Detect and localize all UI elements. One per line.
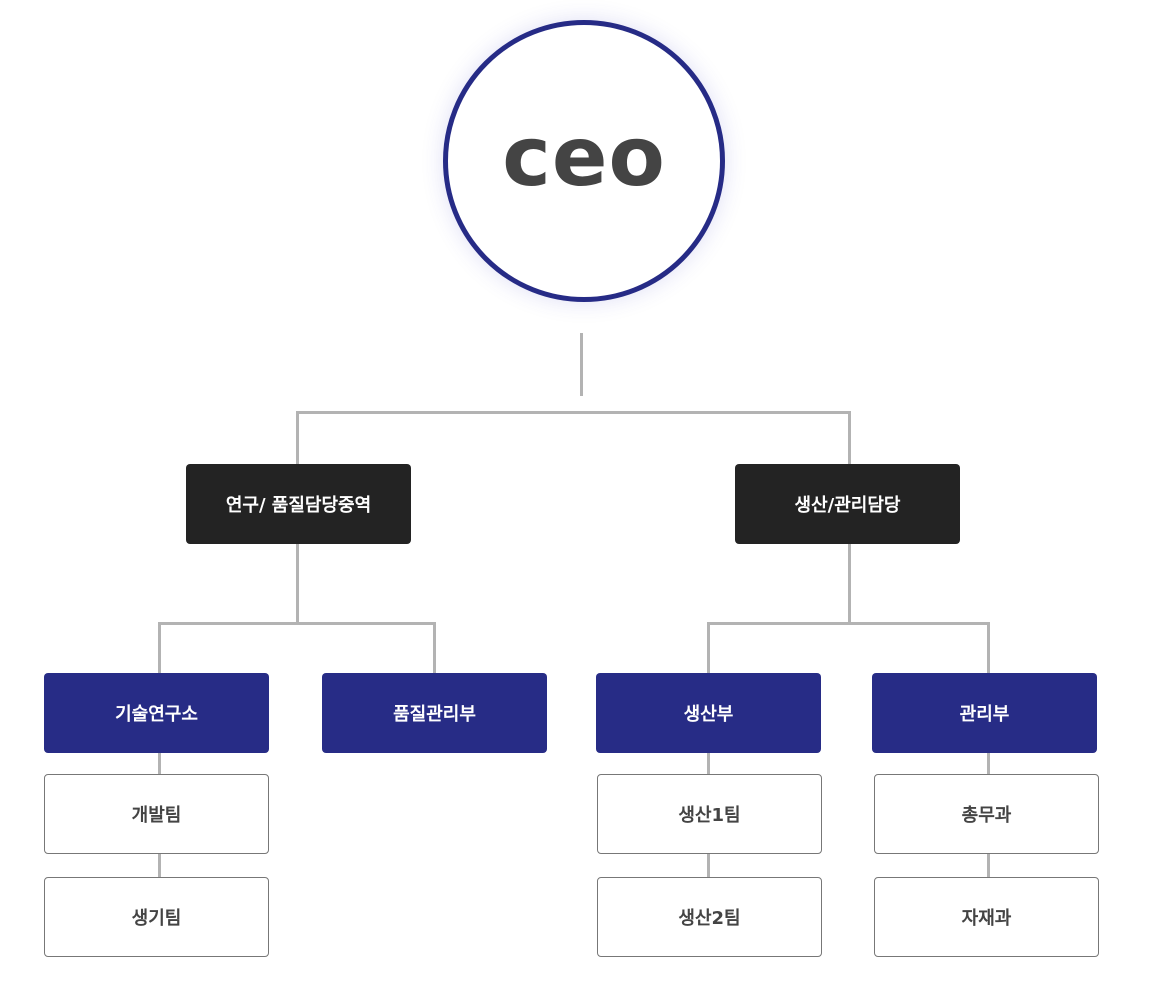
department-quality: 품질관리부 — [322, 673, 547, 753]
connector-team-4b — [987, 853, 990, 877]
team-label: 자재과 — [961, 908, 1012, 929]
division-research-quality: 연구/ 품질담당중역 — [186, 464, 411, 544]
department-production: 생산부 — [596, 673, 821, 753]
department-management: 관리부 — [872, 673, 1097, 753]
team-node: 총무과 — [874, 774, 1099, 854]
connector-div1-bar — [158, 622, 436, 625]
connector-team-3a — [707, 752, 710, 774]
team-node: 생기팀 — [44, 877, 269, 957]
ceo-label: ceo — [502, 109, 666, 205]
connector-dept-3 — [707, 622, 710, 673]
ceo-node: ceo — [443, 20, 725, 302]
connector-dept-4 — [987, 622, 990, 673]
department-label: 관리부 — [959, 704, 1010, 725]
team-label: 생기팀 — [131, 908, 182, 929]
connector-division-2 — [848, 411, 851, 464]
department-label: 품질관리부 — [393, 704, 476, 725]
team-node: 자재과 — [874, 877, 1099, 957]
team-label: 생산2팀 — [678, 908, 741, 929]
connector-team-3b — [707, 853, 710, 877]
connector-div2-stem — [848, 544, 851, 623]
connector-dept-1 — [158, 622, 161, 673]
team-node: 생산2팀 — [597, 877, 822, 957]
connector-team-1b — [158, 853, 161, 877]
department-label: 기술연구소 — [115, 704, 198, 725]
team-node: 생산1팀 — [597, 774, 822, 854]
connector-team-1a — [158, 752, 161, 774]
team-label: 생산1팀 — [678, 805, 741, 826]
connector-dept-2 — [433, 622, 436, 673]
connector-div1-stem — [296, 544, 299, 623]
connector-div2-bar — [707, 622, 990, 625]
connector-division-bar — [296, 411, 851, 414]
division-label: 생산/관리담당 — [794, 495, 901, 516]
department-tech-lab: 기술연구소 — [44, 673, 269, 753]
department-label: 생산부 — [683, 704, 734, 725]
connector-team-4a — [987, 752, 990, 774]
team-node: 개발팀 — [44, 774, 269, 854]
team-label: 개발팀 — [131, 805, 182, 826]
division-label: 연구/ 품질담당중역 — [225, 495, 372, 516]
division-production-management: 생산/관리담당 — [735, 464, 960, 544]
connector-division-1 — [296, 411, 299, 464]
connector-ceo-stem — [580, 333, 583, 396]
team-label: 총무과 — [961, 805, 1012, 826]
